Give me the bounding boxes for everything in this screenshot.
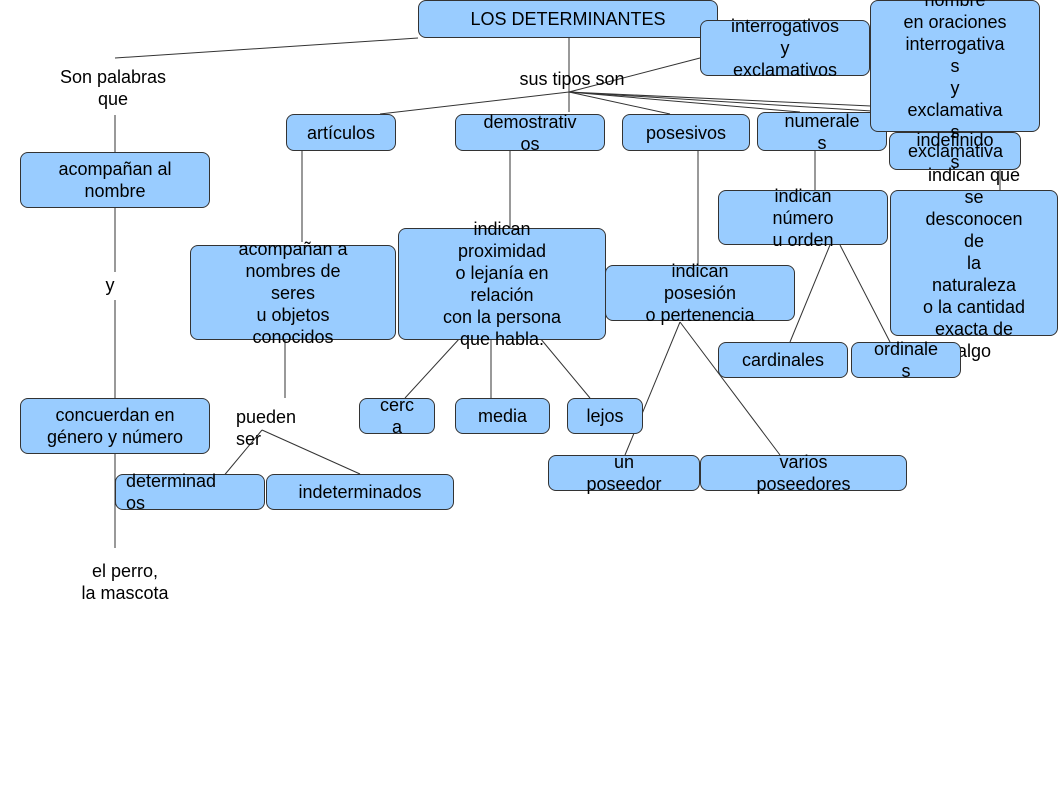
label-exclamativa-overlap: exclamativa <box>907 141 1004 161</box>
node-lejos: lejos <box>567 398 643 434</box>
node-numerales-desc: indican número u orden <box>718 186 888 250</box>
node-varios-poseedores: varios poseedores <box>700 452 907 494</box>
node-media: media <box>455 398 550 434</box>
node-cerca: cerc a <box>359 395 435 437</box>
node-ordinales: ordinale s <box>851 339 961 381</box>
title-text: LOS DETERMINANTES <box>470 9 666 29</box>
node-numerales: numerale s <box>757 111 887 153</box>
title-node: LOS DETERMINANTES <box>418 0 718 38</box>
node-posesivos: posesivos <box>622 114 750 151</box>
label-sus-tipos: sus tipos son <box>519 69 625 89</box>
node-cardinales: cardinales <box>718 342 848 378</box>
node-articulos: artículos <box>286 114 396 151</box>
node-demostrativos-desc: indican proximidad o lejanía en relación… <box>398 219 606 349</box>
node-un-poseedor: un poseedor <box>548 452 700 494</box>
label-pueden-ser: pueden ser <box>236 407 297 449</box>
label-ejemplo: el perro, la mascota <box>81 561 169 603</box>
node-concuerdan: concuerdan en género y número <box>20 398 210 454</box>
label-son-palabras: Son palabras que <box>59 67 167 109</box>
node-indefinidos-desc: indican que se desconocen de la naturale… <box>890 165 1058 361</box>
node-nombre-interrogativas: nombre en oraciones interrogativa s y ex… <box>870 0 1040 142</box>
node-indeterminados: indeterminados <box>266 474 454 510</box>
node-demostrativos: demostrativ os <box>455 112 605 154</box>
node-interrogativos: interrogativos y exclamativos <box>700 16 870 80</box>
label-y: y <box>105 275 115 295</box>
node-acompanan-nombre: acompañan al nombre <box>20 152 210 208</box>
node-articulos-desc: acompañan a nombres de seres u objetos c… <box>190 239 396 347</box>
node-determinados: determinad os <box>115 471 265 513</box>
node-posesivos-desc: indican posesión o pertenencia <box>605 261 795 325</box>
node-indefinidos: indefinido s <box>889 130 1021 172</box>
